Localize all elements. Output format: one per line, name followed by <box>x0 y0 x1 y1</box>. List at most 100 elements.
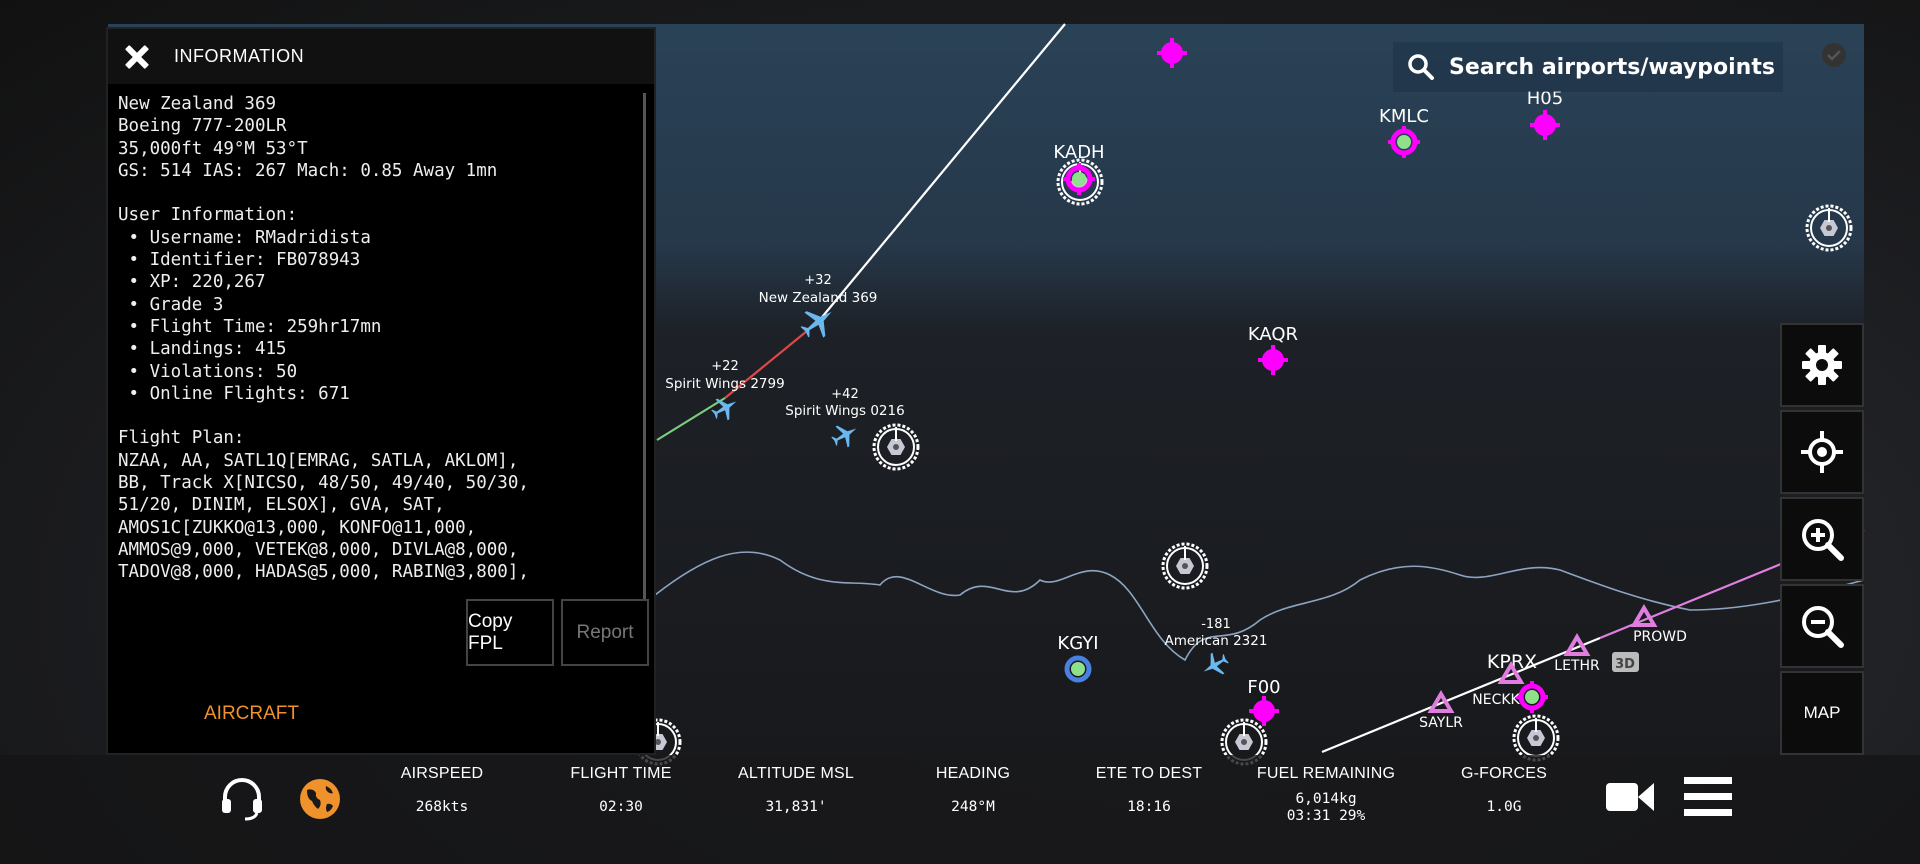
svg-text:LETHR: LETHR <box>1554 658 1600 674</box>
svg-text:New Zealand 369: New Zealand 369 <box>759 290 878 306</box>
waypoint-marker[interactable] <box>1157 38 1187 68</box>
airport-KADH[interactable]: KADH <box>1053 142 1105 206</box>
stat-label: AIRSPEED <box>400 765 484 782</box>
info-line: BB, Track X[NICSO, 48/50, 49/40, 50/30, <box>118 473 529 494</box>
close-icon[interactable] <box>122 42 152 72</box>
svg-text:PROWD: PROWD <box>1633 629 1687 645</box>
airport-F00[interactable]: F00 <box>1247 677 1281 726</box>
info-line: • XP: 220,267 <box>118 272 266 293</box>
stat-g-forces: G-FORCES 1.0G <box>1419 765 1589 816</box>
zoom-out-icon <box>1802 606 1844 648</box>
tab-aircraft[interactable]: AIRCRAFT <box>204 703 299 724</box>
svg-text:NECKK: NECKK <box>1472 692 1520 708</box>
map-button[interactable]: MAP <box>1780 671 1864 755</box>
waypoint-LETHR[interactable]: LETHR <box>1554 635 1600 674</box>
info-line: • Grade 3 <box>118 294 224 315</box>
stat-label: FLIGHT TIME <box>570 765 672 782</box>
globe-icon[interactable] <box>299 778 341 820</box>
svg-text:-181: -181 <box>1201 617 1231 632</box>
stat-value: 02:30 <box>599 799 643 815</box>
camera-icon[interactable] <box>1606 779 1654 815</box>
waypoint-NECKK[interactable]: NECKK <box>1472 663 1523 708</box>
airport-KGYI[interactable]: KGYI <box>1057 633 1099 683</box>
stat-value: 6,014kg <box>1295 791 1357 807</box>
badge-3d[interactable]: 3D <box>1612 652 1639 672</box>
search-icon <box>1408 54 1434 80</box>
stat-label: HEADING <box>935 765 1011 782</box>
svg-text:3D: 3D <box>1615 657 1635 672</box>
svg-text:Spirit Wings 2799: Spirit Wings 2799 <box>665 376 784 392</box>
settings-button[interactable] <box>1780 323 1864 407</box>
copy-fpl-button[interactable]: Copy FPL <box>466 599 554 666</box>
stat-ete-to-dest: ETE TO DEST 18:16 <box>1064 765 1234 816</box>
track-green <box>656 397 726 441</box>
zoom-out-button[interactable] <box>1780 584 1864 668</box>
search-input[interactable]: Search airports/waypoints <box>1393 42 1783 92</box>
svg-text:+42: +42 <box>831 387 858 402</box>
svg-text:F00: F00 <box>1247 677 1280 698</box>
info-line: • Violations: 50 <box>118 361 298 382</box>
vor-icon[interactable] <box>1512 714 1560 762</box>
vor-icon[interactable] <box>1805 204 1853 252</box>
svg-text:KPRX: KPRX <box>1487 651 1537 673</box>
info-line: NZAA, AA, SATL1Q[EMRAG, SATLA, AKLOM], <box>118 450 519 471</box>
check-icon[interactable] <box>1822 43 1846 67</box>
svg-text:KADH: KADH <box>1053 142 1104 163</box>
stat-label: G-FORCES <box>1460 765 1548 782</box>
info-line: • Username: RMadridista <box>118 227 371 248</box>
stat-label: ALTITUDE MSL <box>738 765 854 782</box>
svg-text:American 2321: American 2321 <box>1165 633 1268 649</box>
airport-H05[interactable]: H05 <box>1527 88 1563 140</box>
svg-text:KMLC: KMLC <box>1379 106 1429 127</box>
menu-icon[interactable] <box>1684 777 1732 817</box>
airport-KAQR[interactable]: KAQR <box>1248 324 1298 375</box>
zoom-in-button[interactable] <box>1780 497 1864 581</box>
airport-KPRX[interactable]: KPRX <box>1487 651 1548 713</box>
info-line: • Landings: 415 <box>118 339 287 360</box>
vor-icon[interactable] <box>1161 542 1209 590</box>
info-line: New Zealand 369 <box>118 94 277 114</box>
stat-value: 268kts <box>415 799 469 815</box>
report-button[interactable]: Report <box>561 599 649 666</box>
airport-KMLC[interactable]: KMLC <box>1379 106 1429 158</box>
info-line <box>118 182 638 204</box>
headset-icon[interactable] <box>219 775 265 821</box>
waypoint-SAYLR[interactable]: SAYLR <box>1419 692 1463 731</box>
info-line: Flight Plan: <box>118 428 245 449</box>
stat-label: ETE TO DEST <box>1095 765 1203 782</box>
panel-title: INFORMATION <box>174 46 305 66</box>
zoom-in-icon <box>1802 519 1844 561</box>
vor-icon[interactable] <box>872 423 920 471</box>
stat-label: FUEL REMAINING <box>1256 765 1396 782</box>
info-line: GS: 514 IAS: 267 Mach: 0.85 Away 1mn <box>118 160 498 181</box>
search-placeholder: Search airports/waypoints <box>1449 54 1775 80</box>
gear-icon <box>1802 345 1842 385</box>
stat-value-secondary: 03:31 29% <box>1286 808 1366 824</box>
info-line: • Identifier: FB078943 <box>118 250 361 271</box>
info-line: AMOS1C[ZUKKO@13,000, KONFO@11,000, <box>118 517 477 538</box>
info-line: • Flight Time: 259hr17mn <box>118 316 382 337</box>
scrollbar[interactable] <box>643 93 646 613</box>
svg-text:+32: +32 <box>804 273 831 288</box>
waypoint-PROWD[interactable]: PROWD <box>1632 606 1687 645</box>
svg-text:KGYI: KGYI <box>1057 633 1098 654</box>
panel-header: INFORMATION <box>108 29 654 84</box>
stat-value: 18:16 <box>1127 799 1171 815</box>
info-line: Boeing 777-200LR <box>118 116 287 137</box>
stat-value: 248°M <box>951 799 995 815</box>
stat-airspeed: AIRSPEED 268kts <box>357 765 527 816</box>
center-button[interactable] <box>1780 410 1864 494</box>
info-line: TADOV@8,000, HADAS@5,000, RABIN@3,800], <box>118 562 529 583</box>
svg-text:+22: +22 <box>711 359 738 374</box>
svg-text:KAQR: KAQR <box>1248 324 1298 345</box>
stat-value: 1.0G <box>1486 799 1522 815</box>
track-red <box>724 321 819 399</box>
